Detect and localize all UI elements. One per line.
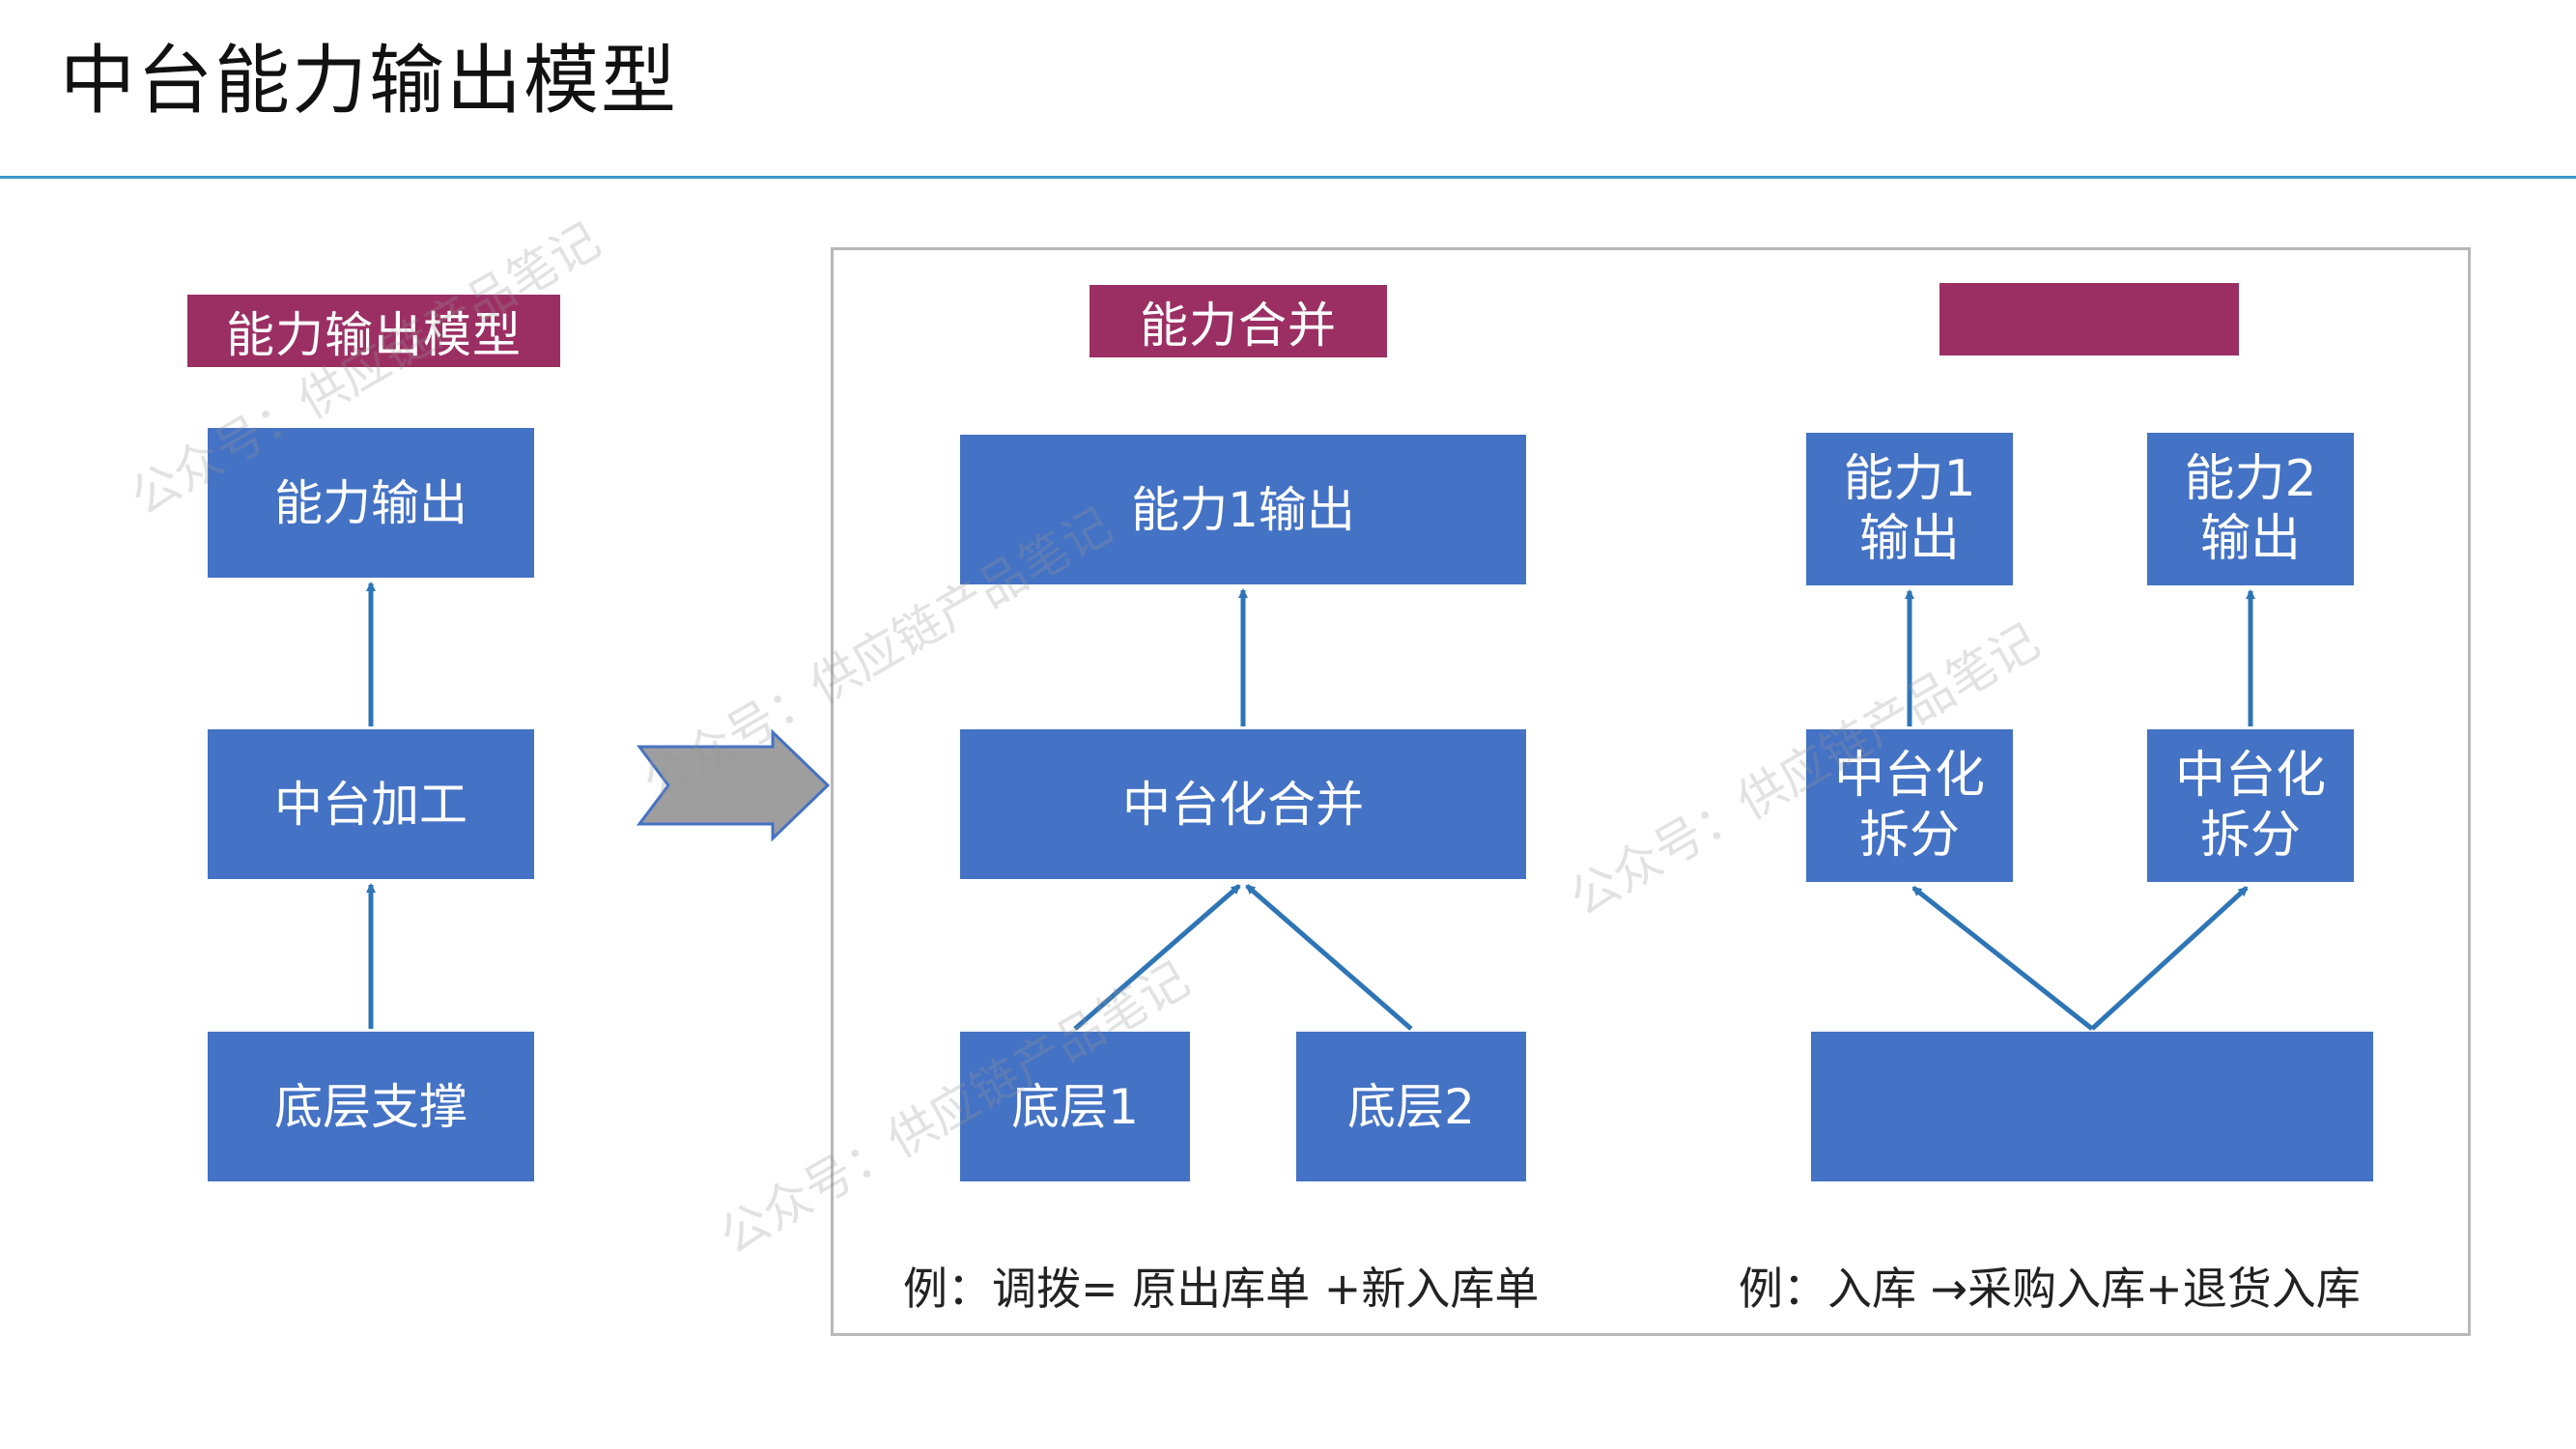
merge-example-note: 例：调拨= 原出库单 +新入库单: [903, 1263, 1540, 1315]
title-divider: [0, 176, 2576, 179]
middle-platform-merge-box: 中台化合并: [960, 729, 1526, 879]
base-support-box: 底层支撑: [208, 1032, 534, 1181]
transition-arrow: [637, 728, 831, 842]
left-model-tag: 能力输出模型: [187, 295, 560, 367]
middle-platform-split-right-box: 中台化拆分: [2147, 729, 2354, 882]
split-example-note: 例：入库 →采购入库+退货入库: [1739, 1263, 2361, 1315]
middle-platform-split-left-box: 中台化拆分: [1806, 729, 2013, 882]
split-base-box: [1811, 1032, 2373, 1181]
page-title: 中台能力输出模型: [60, 38, 679, 125]
arrow-base-to-split-left: [1911, 886, 2094, 1031]
arrow-base-to-split-right: [2090, 886, 2249, 1031]
base-2-box: 底层2: [1296, 1032, 1526, 1181]
capability-output-box: 能力输出: [208, 428, 534, 578]
middle-platform-processing-box: 中台加工: [208, 729, 534, 879]
split-tag: [1939, 283, 2239, 355]
merge-tag: 能力合并: [1090, 285, 1387, 357]
capability-1-output-box: 能力1输出: [960, 435, 1526, 584]
arrow-base1-to-merge: [1073, 884, 1241, 1031]
arrow-base2-to-merge: [1245, 884, 1413, 1031]
base-1-box: 底层1: [960, 1032, 1190, 1181]
examples-frame: [831, 247, 2471, 1336]
